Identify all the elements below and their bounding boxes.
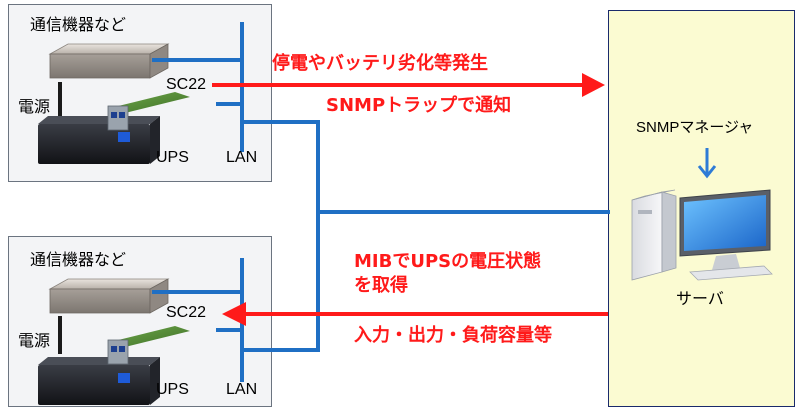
trap-arrow — [212, 73, 605, 97]
mib-acquire-text: を取得 — [354, 275, 408, 296]
top-sc22-card-icon — [107, 92, 190, 131]
bottom-power-label: 電源 — [18, 333, 51, 350]
top-ups-icon — [38, 116, 160, 164]
trap-notify-text: SNMPトラップで通知 — [326, 95, 512, 116]
top-network-device-icon — [48, 43, 170, 79]
bottom-ups-icon — [38, 357, 160, 405]
bottom-sc22-label: SC22 — [166, 304, 207, 321]
mib-items-text: 入力・出力・負荷容量等 — [354, 325, 552, 346]
bottom-ups-label: UPS — [156, 381, 189, 398]
bottom-sc22-card-icon — [107, 326, 190, 365]
bottom-lan-label: LAN — [226, 381, 258, 398]
top-lan-label: LAN — [226, 149, 258, 166]
bottom-network-device-icon — [48, 278, 170, 314]
bottom-device-label: 通信機器など — [30, 252, 127, 269]
server-computer-icon — [631, 189, 773, 281]
snmp-manager-label: SNMPマネージャ — [636, 119, 754, 136]
mib-voltage-text: MIBでUPSの電圧状態 — [354, 251, 542, 272]
bottom-power-cord — [58, 316, 62, 354]
mib-request-arrow — [222, 302, 608, 326]
server-label: サーバ — [676, 291, 724, 308]
trap-event-text: 停電やバッテリ劣化等発生 — [272, 53, 488, 74]
top-ups-label: UPS — [156, 149, 189, 166]
top-power-cord — [58, 82, 62, 122]
top-power-label: 電源 — [18, 99, 51, 116]
manager-down-arrow — [697, 148, 717, 179]
top-device-label: 通信機器など — [30, 17, 127, 34]
top-sc22-label: SC22 — [166, 76, 207, 93]
